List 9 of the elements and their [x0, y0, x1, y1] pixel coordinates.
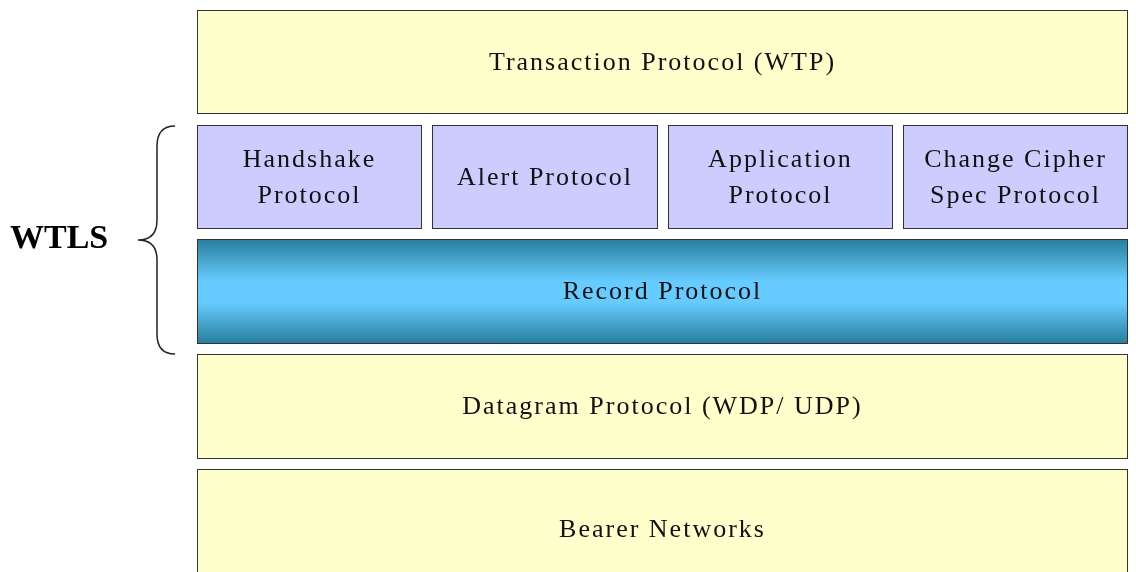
protocol-layer-box: Bearer Networks [197, 469, 1128, 572]
group-label: WTLS [10, 218, 109, 256]
protocol-layer-box: Record Protocol [197, 239, 1128, 344]
protocol-layer-box: Handshake Protocol [197, 125, 422, 229]
protocol-layer-box: Alert Protocol [432, 125, 658, 229]
protocol-layer-box: Application Protocol [668, 125, 893, 229]
protocol-layer-box: Datagram Protocol (WDP/ UDP) [197, 354, 1128, 459]
protocol-layer-box: Change Cipher Spec Protocol [903, 125, 1128, 229]
protocol-layer-box: Transaction Protocol (WTP) [197, 10, 1128, 114]
